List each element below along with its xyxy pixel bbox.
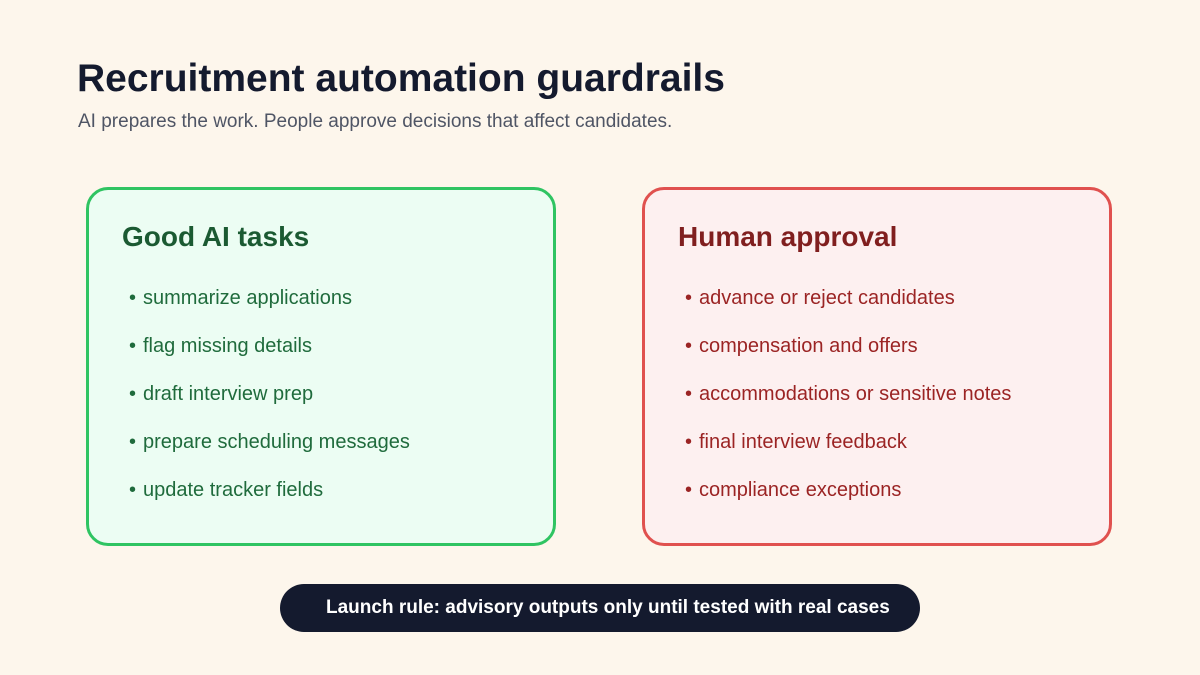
- human-approval-heading: Human approval: [678, 221, 898, 252]
- bullet-icon: •: [129, 287, 137, 309]
- list-item: • advance or reject candidates: [685, 286, 1011, 310]
- bullet-icon: •: [685, 335, 693, 357]
- bullet-icon: •: [129, 479, 137, 501]
- list-item-label: compensation and offers: [699, 335, 918, 357]
- bullet-icon: •: [129, 383, 137, 405]
- list-item-label: compliance exceptions: [699, 479, 902, 501]
- good-ai-tasks-card: Good AI tasks • summarize applications • f…: [86, 187, 556, 546]
- list-item-label: summarize applications: [143, 287, 352, 309]
- human-approval-card: Human approval • advance or reject candid…: [642, 187, 1112, 546]
- bullet-icon: •: [685, 479, 693, 501]
- bullet-icon: •: [685, 431, 693, 453]
- list-item: • prepare scheduling messages: [129, 430, 410, 454]
- launch-rule-banner: Launch rule: advisory outputs only until…: [280, 584, 920, 632]
- bullet-icon: •: [129, 431, 137, 453]
- bullet-icon: •: [129, 335, 137, 357]
- list-item: • compensation and offers: [685, 334, 1011, 358]
- list-item: • final interview feedback: [685, 430, 1011, 454]
- list-item-label: final interview feedback: [699, 431, 907, 453]
- bullet-icon: •: [685, 287, 693, 309]
- list-item: • accommodations or sensitive notes: [685, 382, 1011, 406]
- page-subtitle: AI prepares the work. People approve dec…: [78, 111, 673, 132]
- list-item: • flag missing details: [129, 334, 410, 358]
- human-approval-list: • advance or reject candidates • compensat…: [685, 286, 1011, 526]
- list-item-label: advance or reject candidates: [699, 287, 955, 309]
- list-item-label: update tracker fields: [143, 479, 324, 501]
- good-ai-tasks-heading: Good AI tasks: [122, 221, 310, 252]
- launch-rule-text: Launch rule: advisory outputs only until…: [326, 597, 890, 618]
- page-title: Recruitment automation guardrails: [77, 57, 725, 100]
- list-item: • update tracker fields: [129, 478, 410, 502]
- list-item: • draft interview prep: [129, 382, 410, 406]
- good-ai-tasks-list: • summarize applications • flag missing de…: [129, 286, 410, 526]
- list-item: • compliance exceptions: [685, 478, 1011, 502]
- list-item-label: accommodations or sensitive notes: [699, 383, 1012, 405]
- bullet-icon: •: [685, 383, 693, 405]
- list-item-label: flag missing details: [143, 335, 312, 357]
- list-item-label: prepare scheduling messages: [143, 431, 410, 453]
- list-item-label: draft interview prep: [143, 383, 314, 405]
- list-item: • summarize applications: [129, 286, 410, 310]
